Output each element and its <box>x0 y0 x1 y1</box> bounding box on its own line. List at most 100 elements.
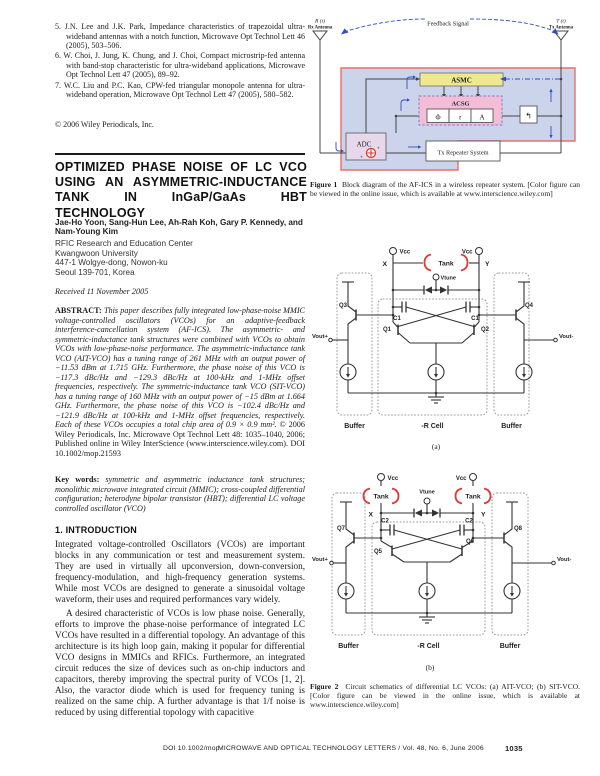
vout-plus-label: Vout+ <box>312 334 328 340</box>
vtune-label: Vtune <box>419 490 435 496</box>
tank-highlight-brackets <box>423 253 469 272</box>
buffer-label: Buffer <box>338 643 359 650</box>
subfigure-b-label: (b) <box>426 663 435 672</box>
keywords-text: symmetric and asymmetric inductance tank… <box>55 475 306 514</box>
phi-label: Φ <box>435 114 440 122</box>
node-y-label: Y <box>485 261 490 268</box>
vcc-label: Vcc <box>388 476 399 482</box>
q7-label: Q7 <box>337 526 346 532</box>
affiliation-line: Kwangwoon University <box>55 248 138 258</box>
plus-sign: + <box>377 146 380 151</box>
reference-item: 6. W. Choi, J. Jung, K. Chung, and J. Ch… <box>55 51 305 80</box>
footer-doi: DOI 10.1002/mop <box>163 745 220 752</box>
intro-paragraph-1: Integrated voltage-controlled Oscillator… <box>55 539 305 604</box>
article-title: OPTIMIZED PHASE NOISE OF LC VCO USING AN… <box>55 160 307 220</box>
abstract: ABSTRACT: This paper describes fully int… <box>55 306 305 458</box>
r-cell-label: -R Cell <box>421 423 443 430</box>
tank-highlight-brackets <box>362 487 492 505</box>
tank-label: Tank <box>373 494 389 501</box>
r-cell-label: -R Cell <box>417 643 439 650</box>
tx-repeater-label: Tx Repeater System <box>437 150 488 157</box>
affiliation-block: RFIC Research and Education Center Kwang… <box>55 239 305 277</box>
author-line: Jae-Ho Yoon, Sang-Hun Lee, Ah-Rah Koh, G… <box>55 218 303 236</box>
vout-minus-label: Vout- <box>559 334 573 340</box>
figure2a-ait-vco-schematic: Vcc Vcc Tank X Y Vtune C1 C1 Q1 Q2 Q3 Q4… <box>312 247 573 451</box>
rx-antenna-label: Rx Antenna <box>308 26 333 31</box>
vout-plus-label: Vout+ <box>312 557 328 563</box>
q4-label: Q4 <box>525 303 534 309</box>
ref-number: 6. <box>55 51 61 61</box>
tank-label: Tank <box>465 494 481 501</box>
adc-label: ADC <box>357 141 372 149</box>
adc-box <box>345 132 387 161</box>
tt-label: T (t) <box>556 18 566 25</box>
subfigure-a-label: (a) <box>432 442 441 451</box>
fig2b-labels: Vcc Vcc Tank Tank X Y Vtune C2 C2 Q5 Q6 … <box>312 476 571 672</box>
ref-text: J.N. Lee and J.K. Park, Impedance charac… <box>64 22 305 51</box>
ref-number: 5. <box>55 22 61 31</box>
abstract-citation: © 2006 Wiley Periodicals, Inc. Microwave… <box>55 420 305 458</box>
reference-item: 7. W.C. Liu and P.C. Kao, CPW-fed triang… <box>55 81 305 100</box>
fig1-junctions <box>394 77 563 118</box>
c1-label: C1 <box>393 316 401 322</box>
copyright-line: © 2006 Wiley Periodicals, Inc. <box>55 120 154 129</box>
rt-label: R (t) <box>314 18 325 25</box>
q2-label: Q2 <box>481 327 490 333</box>
figure1-caption: Figure 1 Block diagram of the AF-ICS in … <box>310 180 580 198</box>
fig2a-terminals <box>328 247 558 343</box>
intro-paragraph-2: A desired characteristic of VCOs is low … <box>55 608 305 717</box>
keywords: Key words: symmetric and asymmetric indu… <box>55 475 305 514</box>
vcc-label: Vcc <box>462 250 473 256</box>
fig2a-wiring <box>332 254 554 404</box>
figure1-caption-label: Figure 1 <box>310 180 338 189</box>
reference-item: 5. J.N. Lee and J.K. Park, Impedance cha… <box>55 22 305 51</box>
node-x-label: X <box>382 261 387 268</box>
figure1-block-diagram: R (t) Rx Antenna T (t) Tx Antenna Feedba… <box>308 18 576 171</box>
tx-repeater-box <box>425 140 501 162</box>
ref-number: 7. <box>55 80 61 90</box>
affiliation-line: 447-1 Wolgye-dong, Nowon-ku <box>55 258 168 267</box>
fig1-blue-arrowheads <box>341 28 559 153</box>
fig2b-wiring <box>333 480 552 624</box>
tx-antenna-label: Tx Antenna <box>549 26 574 31</box>
affiliation-line: Seoul 139-701, Korea <box>55 267 135 277</box>
fig2a-symbols <box>346 286 526 395</box>
vcc-label: Vcc <box>456 476 467 482</box>
figure2-caption: Figure 2 Circuit schematics of different… <box>310 682 580 710</box>
feedback-signal-label: Feedback Signal <box>427 21 469 28</box>
q6-label: Q6 <box>466 539 475 545</box>
c1-label: C1 <box>471 316 479 322</box>
received-date: Received 11 November 2005 <box>55 287 149 296</box>
fig2b-symbols <box>344 509 514 615</box>
summer-icon <box>365 147 377 159</box>
c2-label: C2 <box>465 519 473 525</box>
vout-minus-label: Vout- <box>557 557 571 563</box>
vcc-label: Vcc <box>400 250 411 256</box>
reference-list: 5. J.N. Lee and J.K. Park, Impedance cha… <box>55 22 305 100</box>
figure2b-sit-vco-schematic: Vcc Vcc Tank Tank X Y Vtune C2 C2 Q5 Q6 … <box>312 473 571 672</box>
loop-icon: ↰ <box>525 112 532 121</box>
dotted-cell-boxes <box>336 272 530 416</box>
node-x-label: X <box>368 512 373 519</box>
tank-label: Tank <box>438 261 454 268</box>
c2-label: C2 <box>381 519 389 525</box>
dotted-cell-boxes <box>331 492 529 636</box>
title-rule <box>55 153 305 155</box>
q8-label: Q8 <box>514 526 523 532</box>
buffer-label: Buffer <box>500 643 521 650</box>
vtune-label: Vtune <box>441 276 457 282</box>
tau-label: τ <box>459 114 462 122</box>
keywords-label: Key words: <box>55 475 100 484</box>
q5-label: Q5 <box>374 549 383 555</box>
abstract-label: ABSTRACT: <box>55 306 102 315</box>
ref-text: W. Choi, J. Jung, K. Chung, and J. Choi,… <box>63 51 305 80</box>
fig1-labels: R (t) Rx Antenna T (t) Tx Antenna Feedba… <box>308 18 574 160</box>
asmc-label: ASMC <box>451 77 472 85</box>
affiliation-line: RFIC Research and Education Center <box>55 239 193 248</box>
footer-journal-line: MICROWAVE AND OPTICAL TECHNOLOGY LETTERS… <box>218 745 484 752</box>
figure2-caption-label: Figure 2 <box>310 682 339 691</box>
abstract-text: This paper describes fully integrated lo… <box>55 306 306 429</box>
acsg-label: ACSG <box>451 101 469 108</box>
footer-page-number: 1035 <box>505 744 523 753</box>
